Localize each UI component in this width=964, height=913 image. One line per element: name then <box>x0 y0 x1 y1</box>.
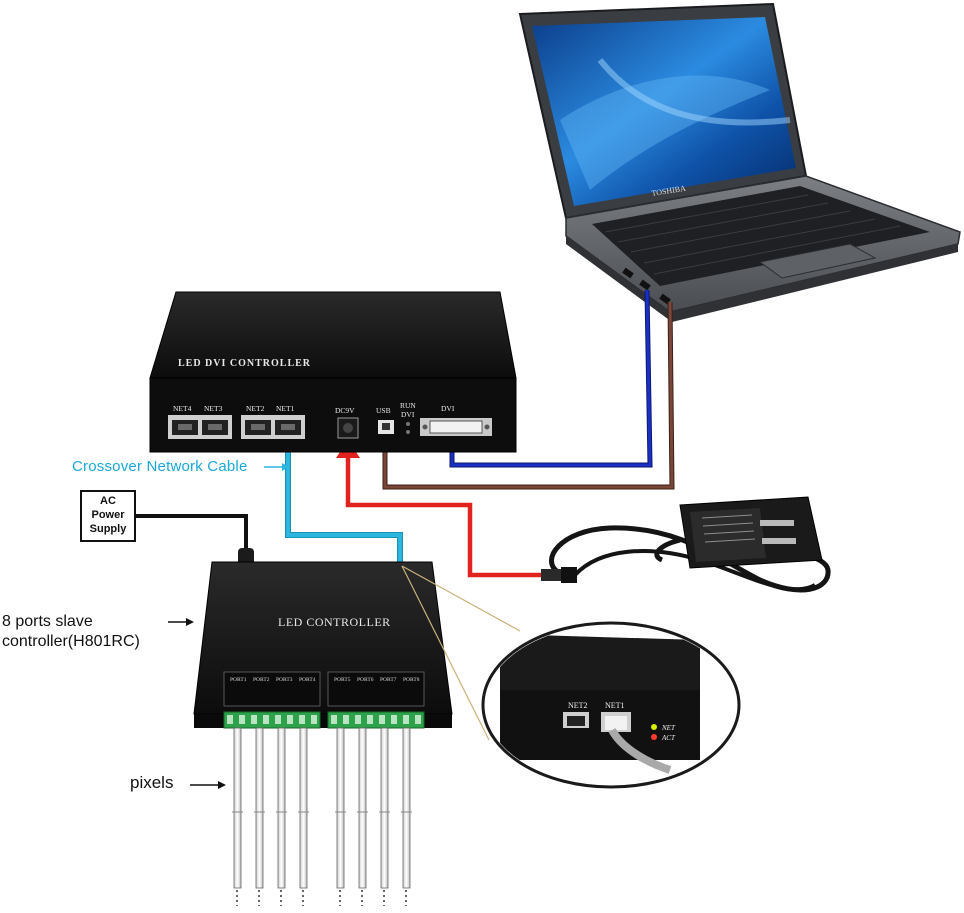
inset-net2: NET2 <box>568 701 588 710</box>
dvi-port-label-net1: NET1 <box>276 404 295 413</box>
laptop-screen <box>532 17 796 206</box>
ac-label-line1: AC <box>100 495 116 507</box>
terminal-block-left <box>223 711 321 729</box>
rj45-port-group-left <box>168 415 232 439</box>
slave-controller-label: 8 ports slave controller(H801RC) <box>2 612 140 652</box>
dvi-controller: LED DVI CONTROLLER NET4 NET3 NET2 NET1 D… <box>149 291 517 453</box>
slave-port-label-5: PORT5 <box>334 677 351 683</box>
pixel-wires <box>233 727 411 889</box>
pixels-label: pixels <box>130 773 174 792</box>
dvi-port-label-net2: NET2 <box>246 404 265 413</box>
dc-label: DC9V <box>335 406 355 415</box>
slave-port-label-8: PORT8 <box>403 677 420 683</box>
dvi-label: DVI <box>441 404 455 413</box>
slave-port-label-4: PORT4 <box>299 677 316 683</box>
power-adapter <box>541 496 831 593</box>
laptop-keyboard <box>592 186 930 286</box>
ac-label-line3: Supply <box>89 523 127 535</box>
laptop: TOSHIBA <box>518 2 961 322</box>
crossover-cable <box>286 428 402 566</box>
slave-label-line2: controller(H801RC) <box>2 633 140 650</box>
inset-act: ACT <box>661 734 676 742</box>
inset-net1: NET1 <box>605 701 625 710</box>
laptop-touchpad <box>758 243 877 279</box>
adapter-plug <box>541 569 561 581</box>
dvi-port-label-net4: NET4 <box>173 404 192 413</box>
slave-controller-title: LED CONTROLLER <box>278 615 391 629</box>
rj45-port-group-right <box>241 415 305 439</box>
slave-port-label-3: PORT3 <box>276 677 293 683</box>
run-label: RUN <box>400 401 416 410</box>
slave-port-label-2: PORT2 <box>253 677 270 683</box>
ac-label-line2: Power <box>91 509 125 521</box>
slave-port-label-6: PORT6 <box>357 677 374 683</box>
crossover-cable-label: Crossover Network Cable <box>72 458 248 475</box>
ac-power-cable <box>136 514 248 560</box>
inset-zoom: NET2 NET1 NET ACT <box>481 621 741 789</box>
power-cable <box>345 455 558 578</box>
usb-cable <box>383 301 674 489</box>
slave-controller: LED CONTROLLER PORT1 PORT2 PORT3 PORT4 P… <box>193 561 453 906</box>
terminal-block-right <box>327 711 425 729</box>
slave-port-label-1: PORT1 <box>230 677 247 683</box>
slave-label-line1: 8 ports slave <box>2 613 93 630</box>
usb-label: USB <box>376 406 391 415</box>
inset-net: NET <box>661 724 676 732</box>
ac-power-supply-box: AC Power Supply <box>80 490 136 542</box>
dvi-controller-title: LED DVI CONTROLLER <box>178 358 311 369</box>
run-dvi-label: DVI <box>401 410 415 419</box>
slave-port-label-7: PORT7 <box>380 677 397 683</box>
dvi-port-label-net3: NET3 <box>204 404 223 413</box>
